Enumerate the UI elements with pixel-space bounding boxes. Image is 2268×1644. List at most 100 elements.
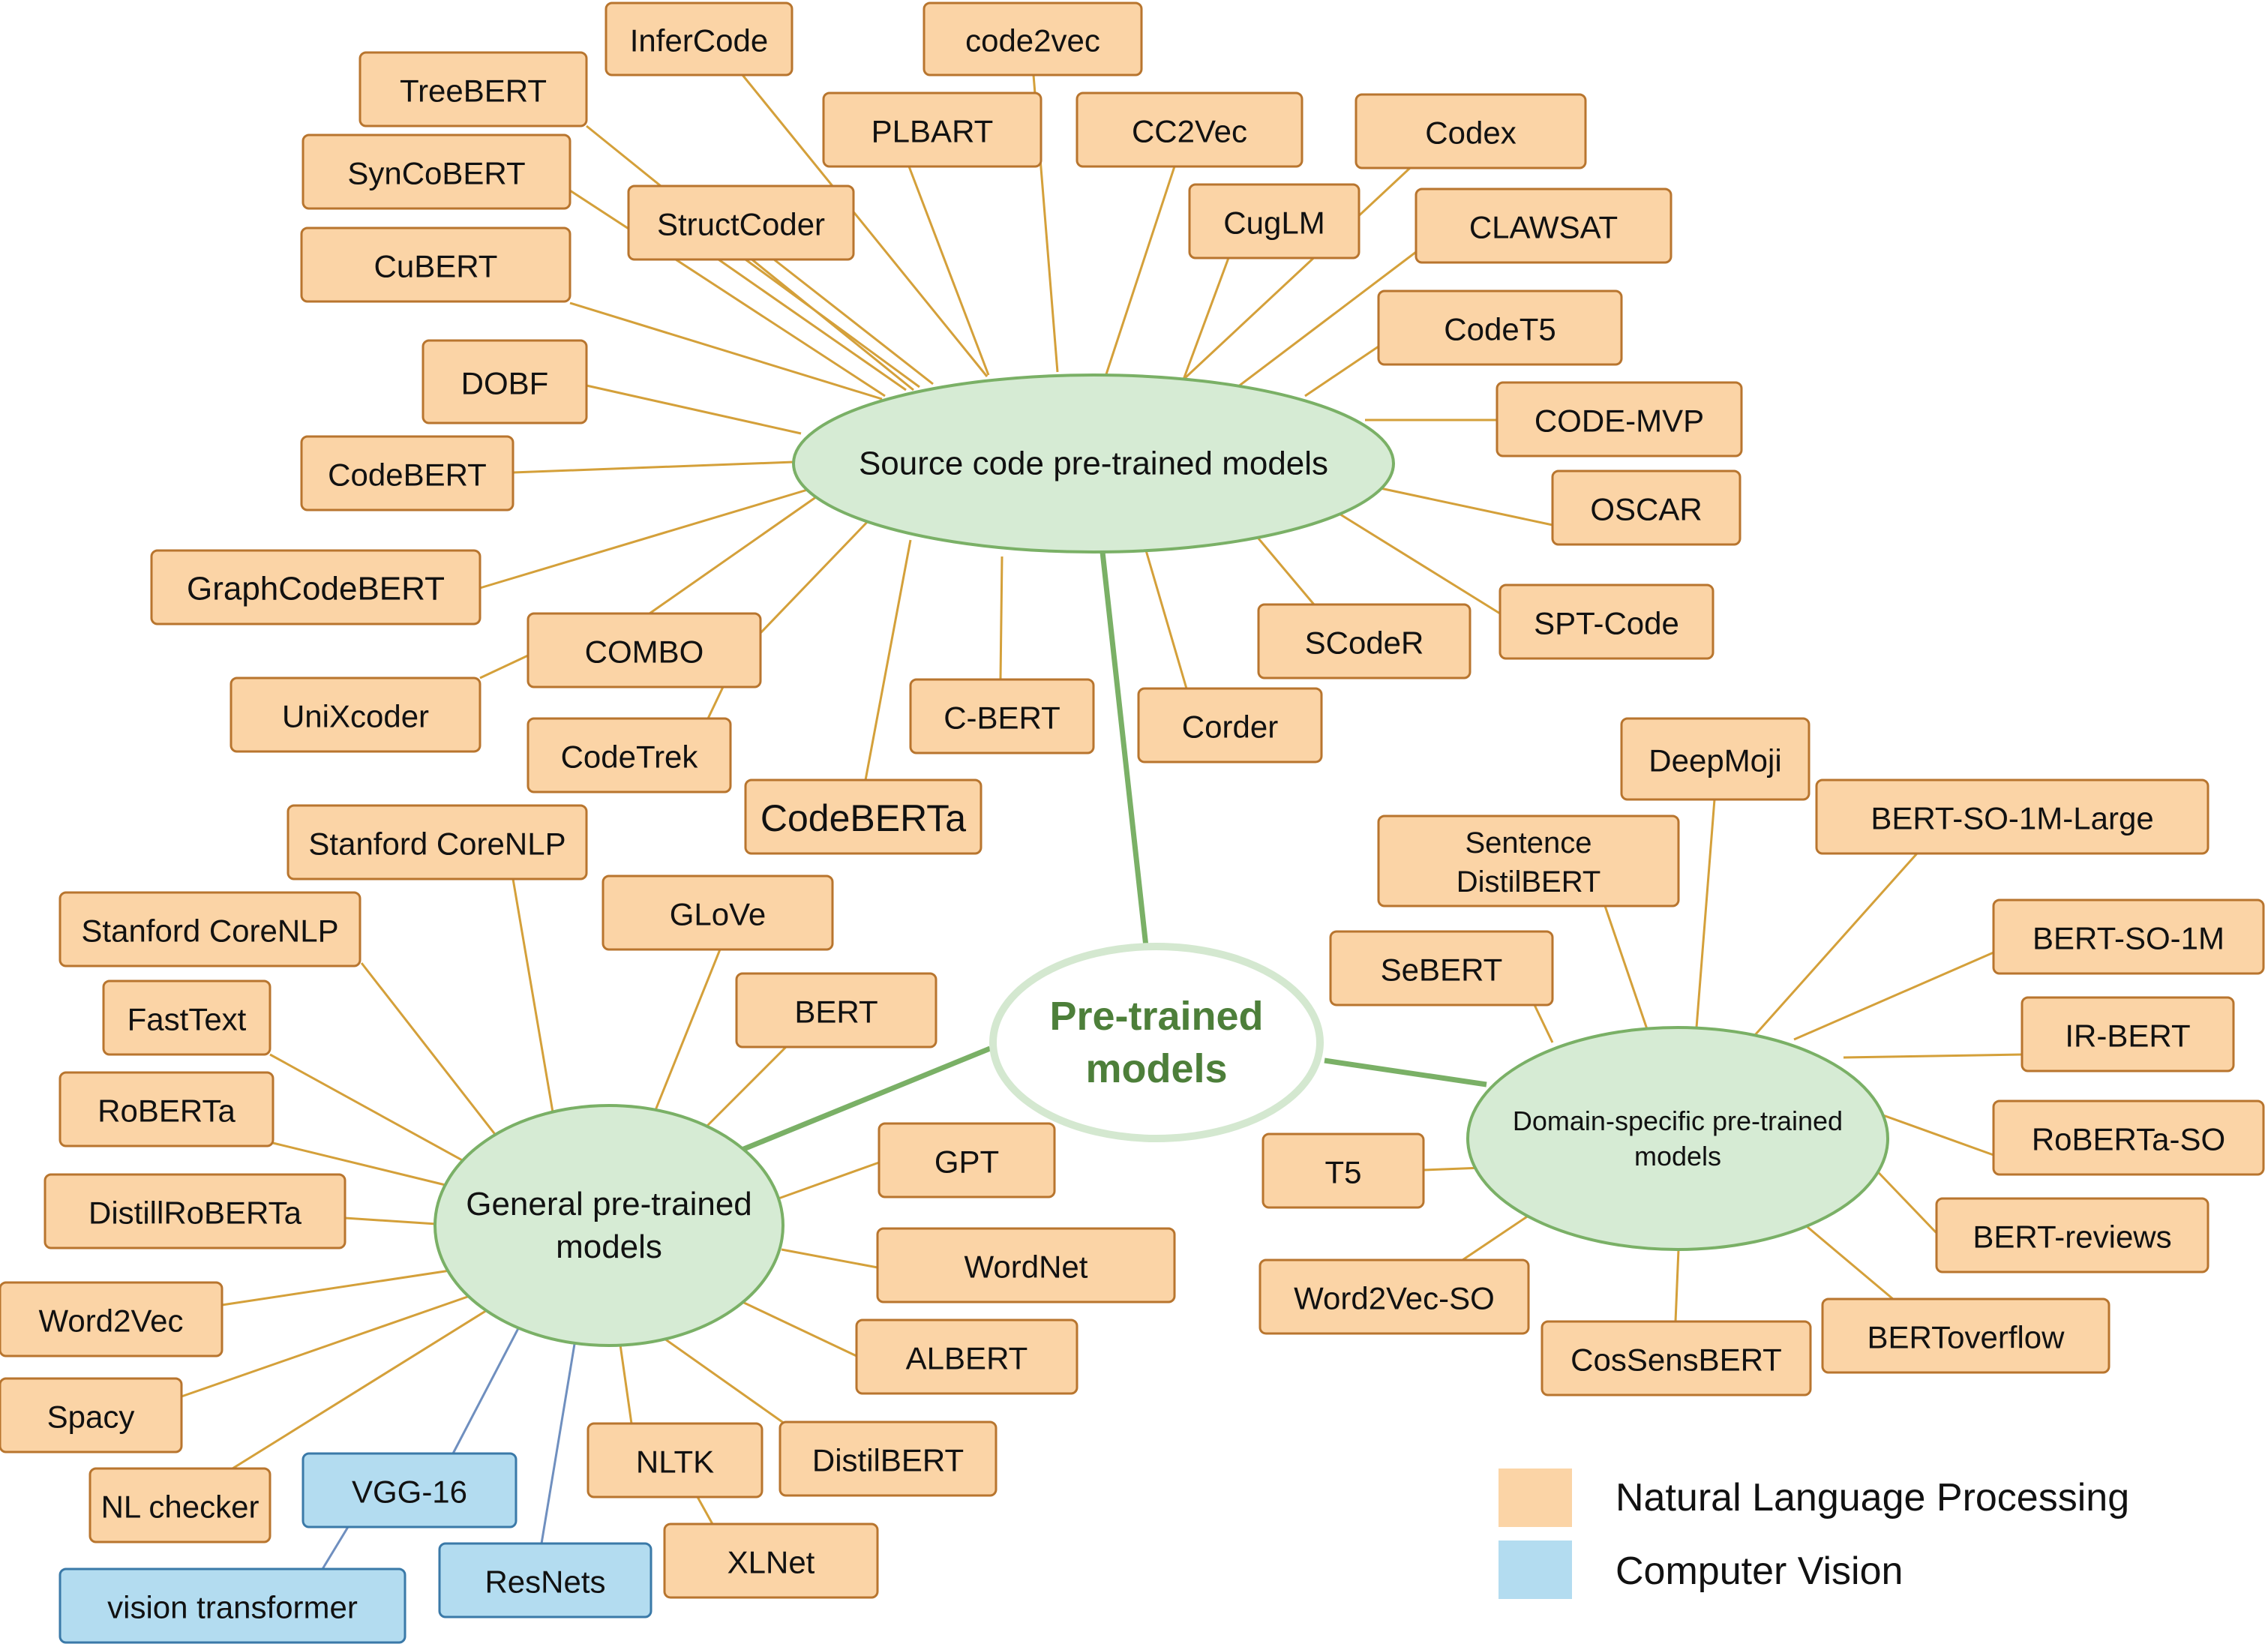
model-box-robertaso xyxy=(1992,1100,2265,1176)
edge-cbert-to-source xyxy=(999,556,1004,680)
model-node-unixcoder: UniXcoder xyxy=(230,676,482,753)
model-box-infercode xyxy=(604,2,794,76)
model-box-deepmoji xyxy=(1620,717,1810,801)
hub-general-ellipse xyxy=(434,1104,784,1347)
model-node-stanford2: Stanford CoreNLP xyxy=(58,891,362,968)
model-label-robertaso: RoBERTa-SO xyxy=(2032,1122,2225,1157)
model-box-codetrek xyxy=(526,717,732,794)
model-box-cbert xyxy=(909,678,1095,754)
root-ellipse xyxy=(989,943,1324,1142)
model-label-spt: SPT-Code xyxy=(1534,606,1679,641)
model-box-wordnet xyxy=(876,1227,1176,1304)
edge-fasttext-to-general xyxy=(269,1053,481,1172)
edge-sebert-to-domain xyxy=(1533,1004,1554,1043)
model-box-graphcodebert xyxy=(150,549,482,626)
model-box-structcoder xyxy=(627,184,855,261)
model-label-word2vec: Word2Vec xyxy=(39,1304,184,1339)
model-node-word2vecso: Word2Vec-SO xyxy=(1258,1258,1530,1335)
edge-cuglm-to-source xyxy=(1182,257,1230,380)
edge-syncobert-to-source xyxy=(569,189,886,398)
trunk-root-to-domain xyxy=(1324,1058,1487,1088)
hub-general-label-line-1: General pre-trained xyxy=(466,1186,752,1222)
model-label-combo: COMBO xyxy=(585,634,704,670)
model-node-bertoverflow: BERToverflow xyxy=(1821,1298,2110,1374)
model-box-combo xyxy=(526,612,762,688)
hub-source-label: Source code pre-trained models xyxy=(859,446,1328,482)
edge-albert-to-general xyxy=(742,1300,857,1358)
model-box-cuglm xyxy=(1188,183,1360,260)
edge-robertaso-to-domain xyxy=(1880,1113,1994,1156)
model-box-oscar xyxy=(1551,470,1742,546)
model-node-cbert: C-BERT xyxy=(909,678,1095,754)
model-node-combo: COMBO xyxy=(526,612,762,688)
model-label-bertoverflow: BERToverflow xyxy=(1868,1320,2066,1355)
model-box-spt xyxy=(1498,584,1714,660)
model-box-irbert xyxy=(2020,996,2235,1072)
hub-source-ellipse xyxy=(792,374,1395,554)
root-label-line-2: models xyxy=(1085,1046,1227,1091)
model-label-sentdistil-line-1: Sentence xyxy=(1465,826,1592,860)
legend-nlp-swatch xyxy=(1498,1468,1572,1527)
model-box-vgg16 xyxy=(302,1452,518,1528)
edges-layer xyxy=(181,74,2023,1570)
model-box-roberta xyxy=(58,1071,274,1148)
model-box-scoder xyxy=(1257,603,1472,680)
model-box-bertso1m xyxy=(1992,898,2265,975)
hub-source: Source code pre-trained models xyxy=(792,374,1395,554)
model-label-codex: Codex xyxy=(1425,116,1516,151)
model-label-dobf: DOBF xyxy=(461,366,549,401)
edge-gpt-to-general xyxy=(778,1161,880,1200)
model-node-corder: Corder xyxy=(1137,687,1323,764)
model-node-word2vec: Word2Vec xyxy=(0,1281,224,1358)
model-box-stanford2 xyxy=(58,891,362,968)
model-label-unixcoder: UniXcoder xyxy=(282,699,429,734)
edge-oscar-to-source xyxy=(1376,486,1553,526)
edge-stanford2-to-general xyxy=(360,962,512,1154)
model-node-treebert: TreeBERT xyxy=(358,51,588,128)
model-box-spacy xyxy=(0,1377,183,1454)
model-label-stanford2: Stanford CoreNLP xyxy=(81,914,338,949)
model-node-codet5: CodeT5 xyxy=(1377,290,1623,366)
edge-xlnet-to-nltk xyxy=(696,1496,714,1525)
model-node-bertso1m: BERT-SO-1M xyxy=(1992,898,2265,975)
model-label-oscar: OSCAR xyxy=(1590,492,1702,527)
model-box-stanford1 xyxy=(286,804,588,880)
model-label-bertreviews: BERT-reviews xyxy=(1972,1220,2171,1255)
model-box-clawsat xyxy=(1414,188,1672,264)
model-label-nltk: NLTK xyxy=(636,1444,714,1480)
model-node-codebert: CodeBERT xyxy=(300,435,514,512)
model-node-roberta: RoBERTa xyxy=(58,1071,274,1148)
model-box-syncobert xyxy=(302,134,572,210)
model-box-corder xyxy=(1137,687,1323,764)
edge-structcoder-to-source xyxy=(718,258,907,392)
model-box-unixcoder xyxy=(230,676,482,753)
model-label-scoder: SCodeR xyxy=(1305,626,1424,661)
model-node-oscar: OSCAR xyxy=(1551,470,1742,546)
model-box-word2vec xyxy=(0,1281,224,1358)
model-box-bert xyxy=(735,972,938,1048)
model-box-xlnet xyxy=(663,1522,879,1599)
model-box-albert xyxy=(855,1318,1078,1395)
model-label-graphcodebert: GraphCodeBERT xyxy=(187,571,445,608)
model-node-bertreviews: BERT-reviews xyxy=(1935,1197,2210,1274)
model-label-fasttext: FastText xyxy=(128,1002,247,1037)
edge-stanford1-to-general xyxy=(512,878,558,1135)
model-node-irbert: IR-BERT xyxy=(2020,996,2235,1072)
model-label-bertso1mlarge: BERT-SO-1M-Large xyxy=(1870,801,2153,836)
model-label-syncobert: SynCoBERT xyxy=(347,156,525,191)
edge-dobf-to-source xyxy=(586,384,802,435)
model-label-irbert: IR-BERT xyxy=(2065,1018,2190,1054)
hub-domain-label-line-1: Domain-specific pre-trained xyxy=(1513,1106,1843,1136)
model-label-distilbert: DistilBERT xyxy=(812,1443,964,1478)
model-label-bert: BERT xyxy=(794,994,878,1030)
model-box-glove xyxy=(602,874,834,951)
edge-scoder-to-source xyxy=(1257,538,1316,605)
model-label-wordnet: WordNet xyxy=(964,1250,1088,1285)
hub-general-label-line-2: models xyxy=(556,1228,662,1265)
legend-cv-swatch xyxy=(1498,1540,1572,1599)
model-box-bertreviews xyxy=(1935,1197,2210,1274)
model-node-robertaso: RoBERTa-SO xyxy=(1992,1100,2265,1176)
model-node-nlchecker: NL checker xyxy=(88,1467,272,1544)
edge-resnets-to-general xyxy=(540,1325,579,1544)
